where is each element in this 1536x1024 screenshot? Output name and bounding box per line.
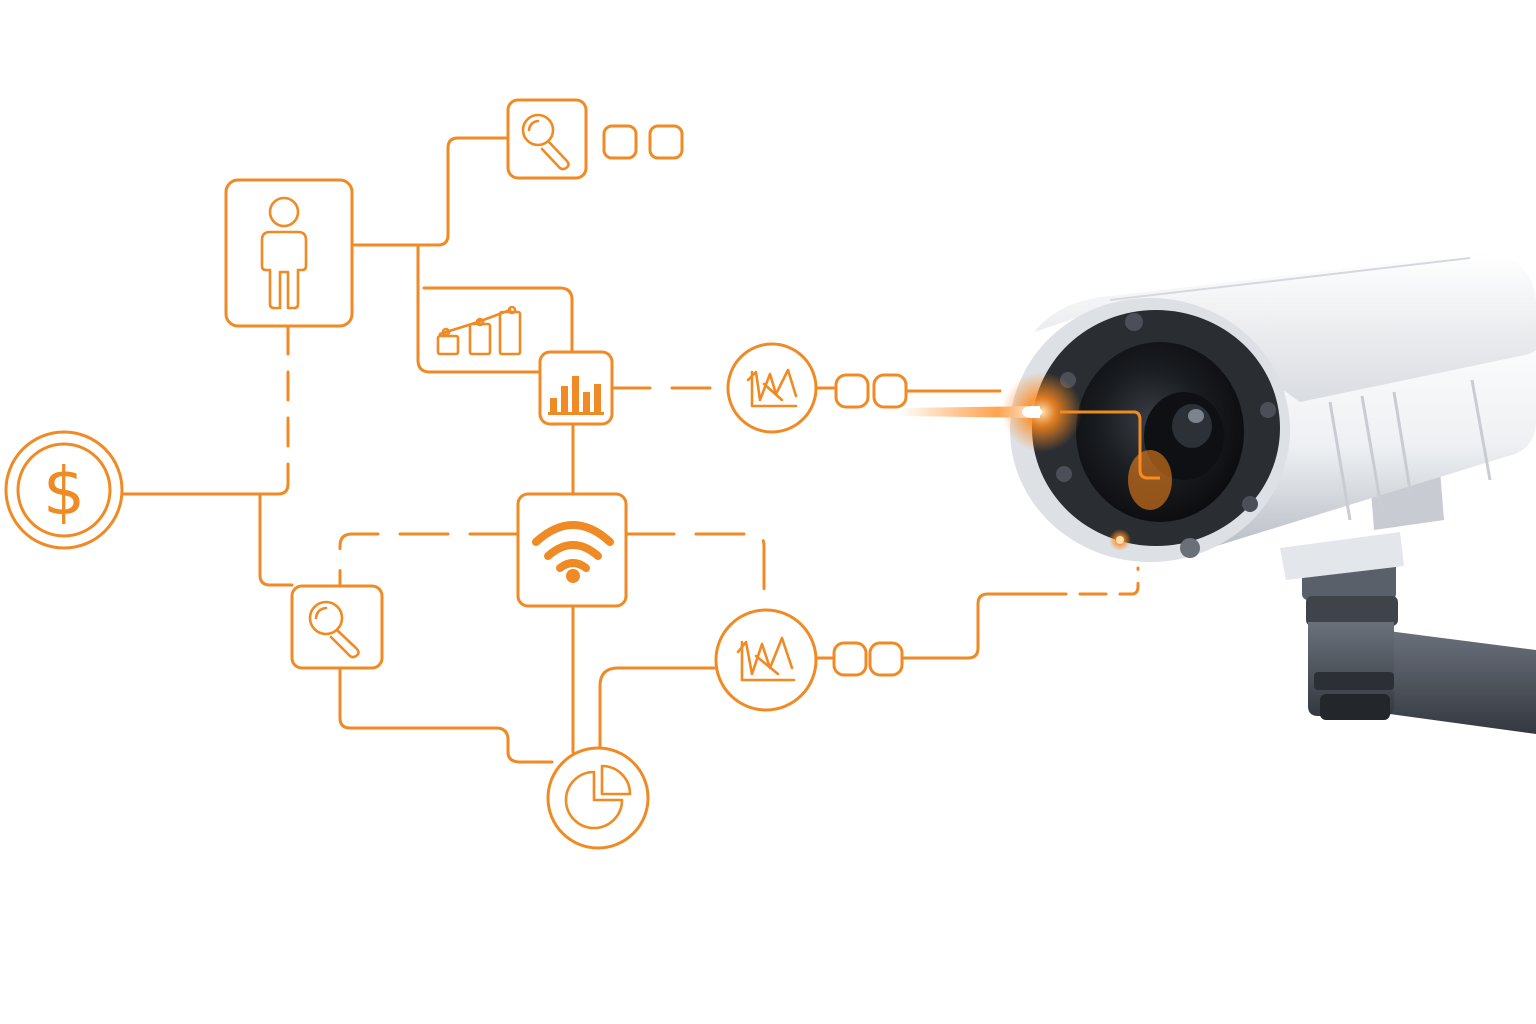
- pie-chart-node: [546, 746, 650, 850]
- connector-squares-upper: [834, 373, 908, 409]
- security-camera-icon: [900, 253, 1536, 734]
- connector-lines: [122, 136, 1140, 764]
- line-chart-icon: [746, 368, 798, 408]
- wifi-node: [516, 492, 628, 608]
- connector-squares-top: [602, 124, 684, 160]
- bar-chart-node: [538, 350, 614, 426]
- bar-growth-icon: [436, 305, 522, 356]
- dollar-node: $: [4, 430, 124, 550]
- connector-squares-lower: [832, 641, 904, 677]
- search-top-node: [506, 98, 588, 180]
- dollar-icon: $: [43, 453, 85, 530]
- magnifier-icon: [308, 600, 360, 659]
- magnifier-icon: [521, 113, 570, 171]
- bar-chart-icon: [548, 376, 604, 415]
- growth-chart-node: [436, 305, 522, 356]
- line-chart-lower-node: [714, 608, 818, 712]
- pie-chart-icon: [564, 764, 632, 830]
- search-bottom-node: [290, 584, 384, 670]
- wifi-icon: [532, 521, 614, 583]
- line-chart-icon: [736, 636, 796, 682]
- person-node: [224, 178, 354, 328]
- line-chart-upper-node: [726, 342, 818, 434]
- person-icon: [260, 196, 308, 310]
